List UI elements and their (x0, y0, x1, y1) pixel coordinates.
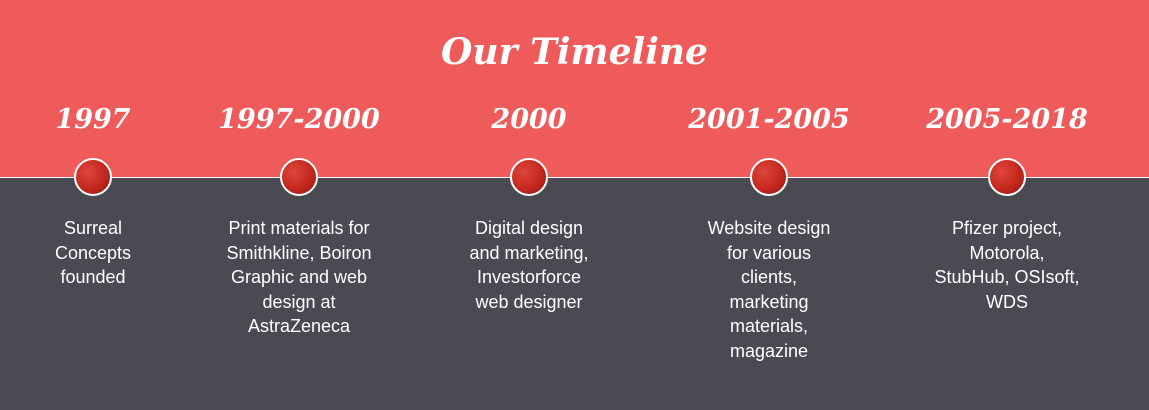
event-year: 1997-2000 (218, 104, 380, 135)
description-line: Digital design (474, 218, 584, 238)
timeline-node (988, 158, 1026, 196)
description-line: Pfizer project, (951, 218, 1063, 238)
description-line: clients, (740, 267, 798, 287)
timeline-event: 1997-2000 Print materials for Smithkline… (194, 0, 404, 410)
description-line: Surreal (63, 218, 123, 238)
timeline-node (510, 158, 548, 196)
description-line: Smithkline, Boiron (226, 242, 372, 263)
description-line: Motorola, (969, 242, 1045, 263)
description-line: design at (262, 291, 336, 312)
description-line: WDS (986, 291, 1028, 312)
description-line: materials, (729, 316, 809, 336)
event-year: 2000 (491, 104, 567, 135)
description-line: founded (60, 267, 126, 287)
header-band (0, 0, 1149, 178)
description-line: StubHub, OSIsoft, (934, 267, 1080, 287)
description-line: Concepts (54, 242, 132, 263)
description-line: magazine (729, 340, 809, 361)
timeline-event: 1997 Surreal Concepts founded (0, 0, 198, 410)
description-line: AstraZeneca (247, 316, 351, 336)
description-line: web designer (475, 291, 583, 312)
event-description: Surreal Concepts founded (0, 216, 198, 290)
event-description: Website design for various clients, mark… (664, 216, 874, 363)
description-line: for various (726, 242, 812, 263)
event-year: 1997 (55, 104, 131, 135)
event-description: Pfizer project, Motorola, StubHub, OSIso… (902, 216, 1112, 314)
event-year: 2001-2005 (688, 104, 850, 135)
page-title: Our Timeline (441, 31, 708, 73)
description-line: and marketing, (469, 242, 589, 263)
event-year: 2005-2018 (926, 104, 1088, 135)
description-line: marketing (729, 291, 809, 312)
timeline-event: 2001-2005 Website design for various cli… (664, 0, 874, 410)
content-band (0, 178, 1149, 410)
timeline-event: 2000 Digital design and marketing, Inves… (424, 0, 634, 410)
description-line: Website design (707, 218, 831, 238)
description-line: Investorforce (476, 267, 582, 287)
timeline-node (750, 158, 788, 196)
event-description: Print materials for Smithkline, Boiron G… (194, 216, 404, 339)
description-line: Graphic and web (230, 267, 368, 287)
timeline-node (280, 158, 318, 196)
timeline-event: 2005-2018 Pfizer project, Motorola, Stub… (902, 0, 1112, 410)
description-line: Print materials for (228, 218, 370, 238)
event-description: Digital design and marketing, Investorfo… (424, 216, 634, 314)
timeline-line (0, 177, 1149, 178)
timeline-node (74, 158, 112, 196)
